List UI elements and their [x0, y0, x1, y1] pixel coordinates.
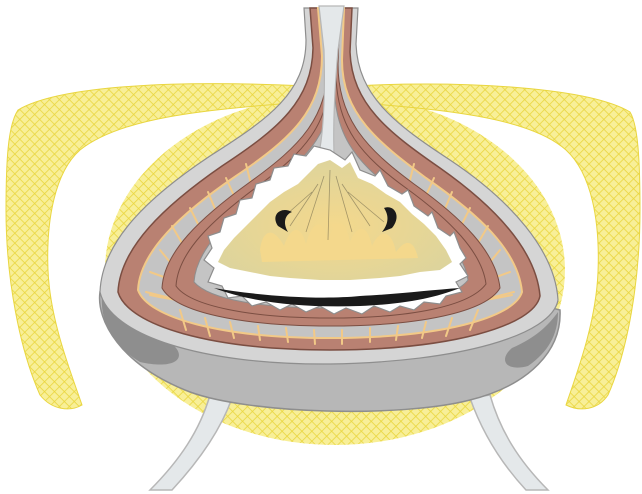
left-stalk: [150, 395, 232, 490]
right-stalk: [470, 395, 548, 490]
